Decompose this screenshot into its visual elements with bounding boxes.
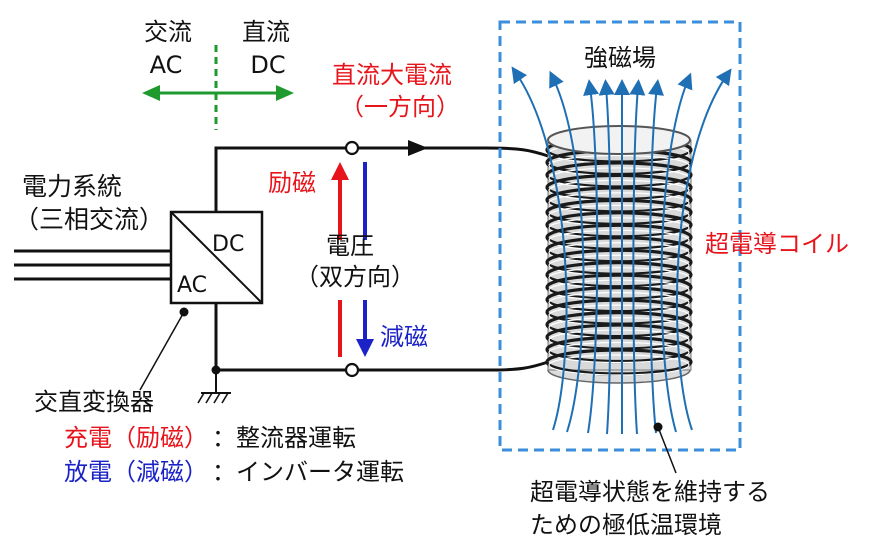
cryo-label-line2: ための極低温環境 bbox=[530, 511, 722, 539]
coil-windings bbox=[545, 136, 693, 376]
coil-winding-highlight bbox=[548, 354, 690, 376]
coil-winding-turn bbox=[545, 335, 693, 364]
grid-label: 電力系統 bbox=[22, 172, 122, 201]
excitation-label: 励磁 bbox=[268, 169, 316, 197]
cryo-callout-line bbox=[657, 426, 677, 474]
ground-icon bbox=[197, 370, 231, 404]
cryostat-boundary bbox=[498, 20, 742, 452]
charge-mode-label: ：整流器運転 bbox=[212, 424, 356, 452]
terminal-node-icon-bottom bbox=[344, 362, 360, 378]
lead-to-coil-bottom bbox=[358, 360, 549, 372]
dc-current-dir-label: （一方向） bbox=[340, 93, 460, 121]
voltage-dir-label: （双方向） bbox=[295, 263, 415, 291]
dc-current-label: 直流大電流 bbox=[332, 61, 452, 89]
coil-winding-highlight bbox=[548, 341, 690, 364]
voltage-label: 電圧 bbox=[326, 232, 374, 260]
discharge-mode-label: ：インバータ運転 bbox=[212, 458, 404, 486]
converter-box bbox=[169, 210, 264, 305]
terminal-node-icon-top bbox=[344, 140, 360, 156]
converter-ac-label: AC bbox=[177, 273, 207, 298]
ac-side-en-label: AC bbox=[150, 51, 183, 79]
sc-coil-label: 超電導コイル bbox=[705, 230, 849, 258]
magnetic-field-lines bbox=[511, 66, 732, 435]
dc-bus-top bbox=[214, 146, 345, 212]
current-direction-arrow bbox=[408, 140, 428, 156]
discharge-label: 放電（減磁） bbox=[64, 458, 208, 486]
coil-winding-turn bbox=[545, 348, 693, 376]
charge-label: 充電（励磁） bbox=[64, 424, 208, 452]
coil-top-face bbox=[547, 125, 691, 155]
ac-dc-double-arrow bbox=[142, 85, 294, 101]
demagnetize-label: 減磁 bbox=[380, 323, 428, 351]
converter-callout-dot bbox=[179, 307, 189, 317]
cryo-label-line1: 超電導状態を維持する bbox=[530, 478, 770, 506]
converter-label: 交直変換器 bbox=[34, 388, 154, 416]
strong-field-label: 強磁場 bbox=[584, 44, 656, 72]
converter-callout-line bbox=[139, 311, 185, 391]
dc-bus-bottom bbox=[214, 303, 345, 372]
converter-dc-label: DC bbox=[212, 232, 244, 257]
dc-side-label: 直流 bbox=[242, 18, 290, 46]
excitation-arrow bbox=[331, 162, 349, 240]
lead-to-coil-top bbox=[484, 146, 549, 158]
dc-side-en-label: DC bbox=[250, 51, 285, 79]
demagnetize-arrow bbox=[356, 300, 374, 357]
grid-sub-label: （三相交流） bbox=[14, 205, 164, 234]
ac-side-label: 交流 bbox=[144, 18, 192, 46]
